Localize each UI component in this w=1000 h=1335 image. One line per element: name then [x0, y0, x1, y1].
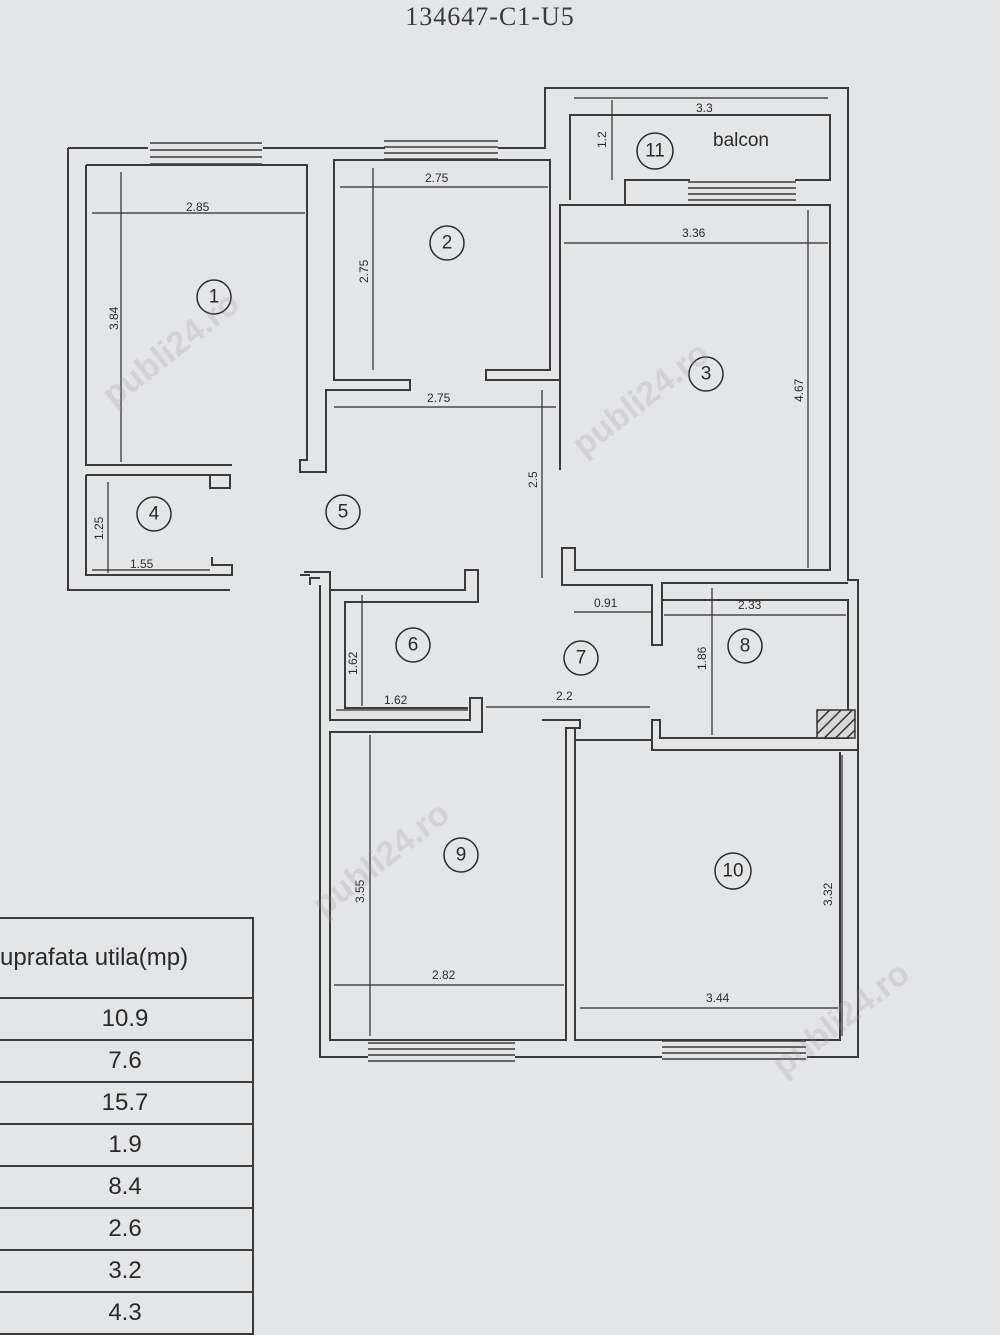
room-markers: 1 2 3 4 5 6 7 8 9 10 11	[136, 132, 763, 890]
room8-walls	[651, 599, 858, 751]
dimension-lines	[92, 97, 846, 1036]
window-room1	[150, 142, 262, 165]
dim-r3-h: 4.67	[792, 378, 806, 402]
dim-r6-h: 1.62	[346, 651, 360, 675]
dim-r10-w: 3.44	[706, 991, 730, 1005]
dim-r1-w: 2.85	[186, 200, 210, 214]
room1-inner	[85, 165, 233, 576]
dim-r8-w: 2.33	[738, 598, 762, 612]
dim-r5-w: 2.75	[427, 391, 451, 405]
room-marker-4: 4	[136, 496, 172, 532]
window-room9	[368, 1042, 515, 1062]
room3-inner	[561, 204, 848, 646]
room-number: 10	[722, 861, 743, 882]
balcony-label: balcon	[713, 130, 769, 151]
dim-r6-w: 1.62	[384, 693, 408, 707]
room-number: 4	[149, 504, 160, 525]
area-value: 2.6	[0, 1207, 254, 1251]
room-marker-9: 9	[443, 837, 479, 873]
dim-r10-h: 3.32	[821, 882, 835, 906]
room-marker-10: 10	[714, 852, 752, 890]
room-marker-5: 5	[325, 494, 361, 530]
room-marker-6: 6	[395, 627, 431, 663]
dim-r7-w: 2.2	[556, 689, 573, 703]
room-marker-8: 8	[727, 628, 763, 664]
dim-r4-h: 1.25	[92, 516, 106, 540]
plan-code: 134647-C1-U5	[405, 2, 575, 31]
room-number: 5	[338, 502, 349, 523]
room-number: 9	[456, 845, 467, 866]
room-number: 11	[645, 141, 665, 162]
area-table: uprafata utila(mp) 10.9 7.6 15.7 1.9 8.4…	[0, 917, 254, 1335]
dim-r9-h: 3.55	[353, 879, 367, 903]
outer-wall	[67, 87, 859, 1058]
area-value: 1.9	[0, 1123, 254, 1167]
room-marker-11: 11	[636, 132, 674, 170]
dim-r7-w2: 0.91	[594, 596, 618, 610]
area-value: 8.4	[0, 1165, 254, 1209]
room6-walls	[304, 569, 581, 1041]
room-number: 7	[576, 648, 587, 669]
windows	[150, 140, 806, 1062]
area-value: 7.6	[0, 1039, 254, 1083]
room10-walls	[574, 728, 841, 1041]
room-marker-7: 7	[563, 640, 599, 676]
room-marker-3: 3	[688, 356, 724, 392]
area-value: 15.7	[0, 1081, 254, 1125]
dim-r8-h: 1.86	[695, 646, 709, 670]
dim-r11-h: 1.2	[595, 131, 609, 148]
dim-r11-w: 3.3	[696, 101, 713, 115]
dim-r5-h: 2.5	[526, 471, 540, 488]
room-marker-2: 2	[429, 225, 465, 261]
area-table-header: uprafata utila(mp)	[0, 917, 254, 999]
room-number: 6	[408, 635, 419, 656]
shaft-hatch	[816, 709, 856, 739]
room-number: 2	[442, 233, 453, 254]
dim-r1-h: 3.84	[107, 306, 121, 330]
window-room10	[662, 1040, 806, 1060]
dim-r9-w: 2.82	[432, 968, 456, 982]
area-value: 3.2	[0, 1249, 254, 1293]
window-room2	[384, 140, 498, 160]
window-room3	[688, 181, 796, 201]
dim-r4-w: 1.55	[130, 557, 154, 571]
dim-r2-h: 2.75	[357, 259, 371, 283]
area-value: 4.3	[0, 1291, 254, 1335]
area-value: 10.9	[0, 997, 254, 1041]
dim-r2-w: 2.75	[425, 171, 449, 185]
room-number: 3	[701, 364, 712, 385]
dim-r3-w: 3.36	[682, 226, 706, 240]
hall-walls	[300, 574, 320, 585]
room-number: 8	[740, 636, 751, 657]
dimension-texts: 2.85 3.84 2.75 2.75 3.36 4.67 1.55 1.25 …	[92, 101, 835, 1005]
room-number: 1	[209, 287, 220, 308]
room-marker-1: 1	[196, 279, 232, 315]
